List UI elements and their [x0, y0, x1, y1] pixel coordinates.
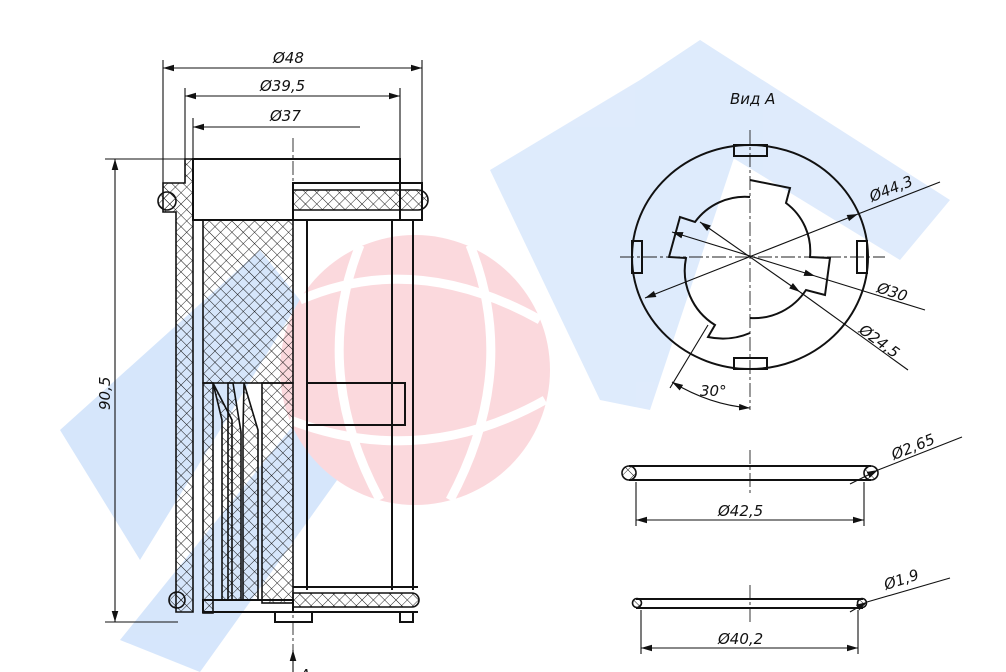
dim-d37: Ø37: [269, 107, 301, 125]
oring-2-diameter-dim: Ø40,2: [717, 630, 763, 648]
section-view: [105, 60, 429, 672]
oring-2: [631, 577, 951, 654]
oring-1: [621, 436, 963, 526]
dim-angle: 30°: [700, 382, 727, 400]
view-arrow-label: A: [299, 666, 310, 672]
dim-d39-5: Ø39,5: [259, 77, 305, 95]
oring-1-section-dim: Ø2,65: [888, 430, 938, 464]
oring-2-section-dim: Ø1,9: [881, 566, 921, 594]
view-a: [620, 130, 941, 411]
dim-d30: Ø30: [874, 278, 910, 305]
dim-d48: Ø48: [272, 49, 304, 67]
oring-1-diameter-dim: Ø42,5: [717, 502, 763, 520]
dim-height: 90,5: [96, 377, 114, 410]
view-a-title: Вид А: [730, 90, 775, 108]
dim-d24-5: Ø24,5: [855, 320, 903, 362]
